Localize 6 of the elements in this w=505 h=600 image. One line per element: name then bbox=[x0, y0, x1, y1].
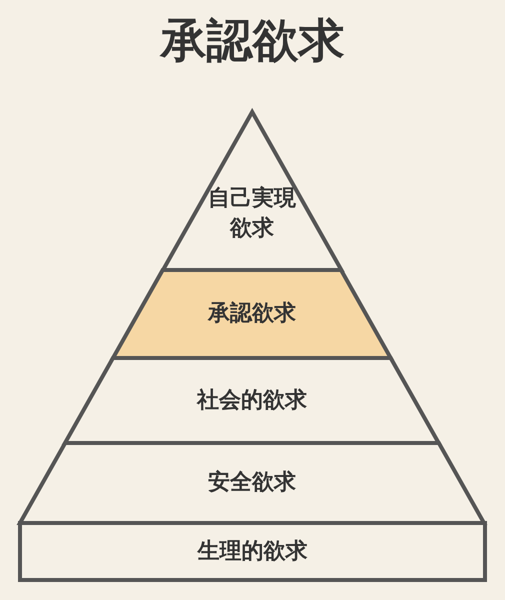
title: 承認欲求 bbox=[158, 12, 346, 69]
tier-label: 自己実現欲求 bbox=[206, 184, 297, 243]
tier-label: 安全欲求 bbox=[207, 468, 297, 497]
tier-label: 生理的欲求 bbox=[196, 538, 308, 566]
tier-label: 承認欲求 bbox=[206, 300, 297, 328]
tier-label: 社会的欲求 bbox=[196, 386, 308, 414]
